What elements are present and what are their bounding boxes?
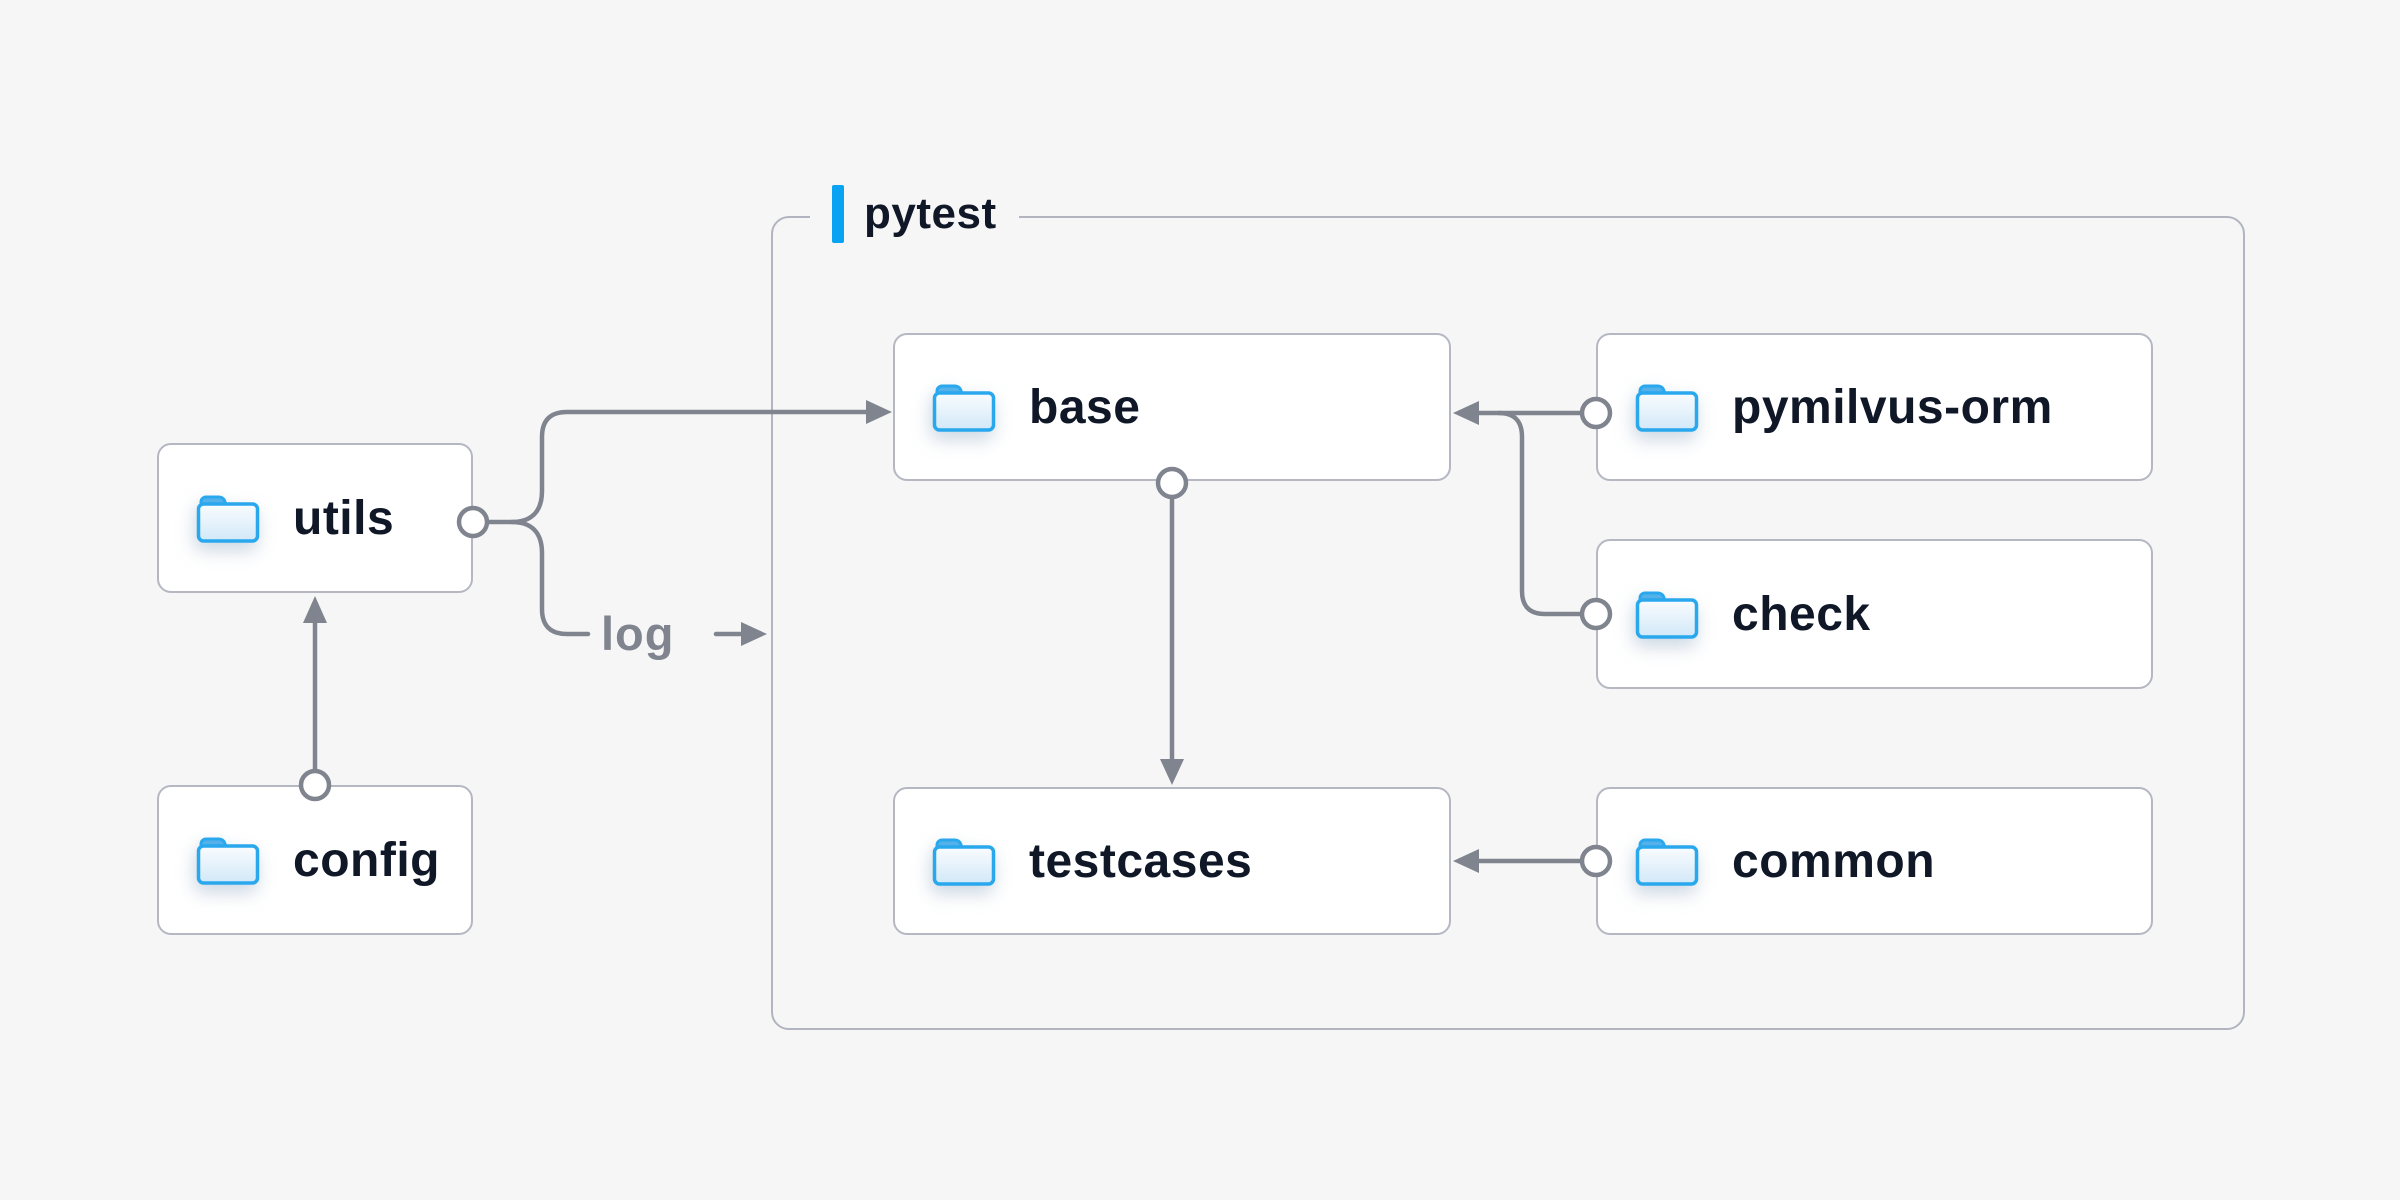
node-testcases[interactable]: testcases bbox=[893, 787, 1451, 935]
node-check[interactable]: check bbox=[1596, 539, 2153, 689]
node-pymilvus-orm[interactable]: pymilvus-orm bbox=[1596, 333, 2153, 481]
node-label: config bbox=[293, 833, 440, 887]
folder-icon bbox=[196, 837, 260, 885]
node-label: pymilvus-orm bbox=[1732, 380, 2053, 434]
pytest-group-container bbox=[771, 216, 2245, 1030]
node-base[interactable]: base bbox=[893, 333, 1451, 481]
folder-icon bbox=[196, 495, 260, 543]
folder-icon bbox=[932, 838, 996, 886]
edge-utils-log bbox=[509, 519, 591, 637]
group-label-text: pytest bbox=[864, 189, 997, 238]
edge-label-log: log bbox=[601, 607, 675, 660]
node-label: testcases bbox=[1029, 834, 1253, 888]
node-label: check bbox=[1732, 587, 1871, 641]
node-label: base bbox=[1029, 380, 1141, 434]
node-common[interactable]: common bbox=[1596, 787, 2153, 935]
accent-bar-icon bbox=[832, 185, 844, 243]
node-label: common bbox=[1732, 834, 1936, 888]
node-label: utils bbox=[293, 491, 395, 545]
arrowhead bbox=[303, 596, 327, 623]
arrowhead bbox=[741, 622, 767, 646]
folder-icon bbox=[1635, 591, 1699, 639]
pytest-group-label: pytest bbox=[810, 182, 1019, 246]
folder-icon bbox=[932, 384, 996, 432]
node-config[interactable]: config bbox=[157, 785, 473, 935]
folder-icon bbox=[1635, 384, 1699, 432]
folder-icon bbox=[1635, 838, 1699, 886]
node-utils[interactable]: utils bbox=[157, 443, 473, 593]
